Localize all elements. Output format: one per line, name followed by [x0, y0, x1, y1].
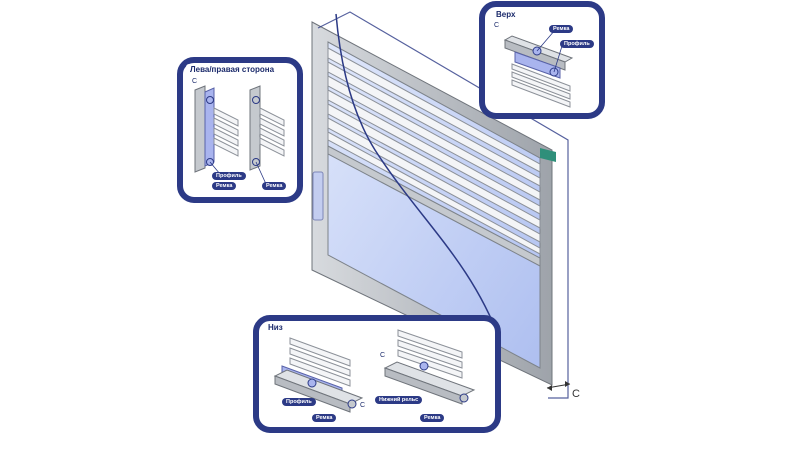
panel-bottom — [253, 315, 501, 433]
bottom-c-left-label: C — [360, 402, 366, 409]
bottom-rail-tag: Нижний рельс — [375, 396, 423, 404]
window-edge — [540, 148, 556, 162]
panel-side-title: Лева/правая сторона — [186, 64, 279, 75]
blind-slats — [327, 47, 541, 255]
bottom-c-right-label: C — [380, 352, 386, 359]
side-c-label: C — [192, 78, 198, 85]
bottom-chain-left-tag: Ремка — [312, 414, 337, 422]
side-right-slats — [259, 107, 285, 157]
glass-pane-outline — [317, 11, 569, 399]
side-left-slats — [213, 107, 239, 157]
bottom-right-slats — [397, 329, 463, 379]
top-profile — [514, 51, 561, 79]
panel-side — [177, 57, 303, 203]
panel-top-title: Верх — [492, 9, 520, 20]
top-profile-tag: Профиль — [560, 40, 594, 48]
side-profile-tag: Профиль — [212, 172, 246, 180]
window-bottom-rail — [327, 145, 541, 267]
panel-top — [479, 1, 605, 119]
side-chain-right-tag: Ремка — [262, 182, 287, 190]
top-c-label: C — [494, 22, 500, 29]
bottom-profile-tag: Профиль — [282, 398, 316, 406]
window-handle — [312, 171, 324, 221]
bottom-left-slats — [289, 337, 351, 387]
main-c-label: C — [572, 388, 580, 400]
side-chain-left-tag: Ремка — [212, 182, 237, 190]
side-left-rail — [194, 85, 206, 173]
side-right-rail — [249, 85, 261, 171]
main-window — [311, 11, 571, 399]
top-chain-tag: Ремка — [549, 25, 574, 33]
glass-curve — [335, 13, 501, 341]
bottom-chain-right-tag: Ремка — [420, 414, 445, 422]
panel-bottom-title: Низ — [264, 322, 287, 333]
top-slats — [511, 63, 571, 108]
